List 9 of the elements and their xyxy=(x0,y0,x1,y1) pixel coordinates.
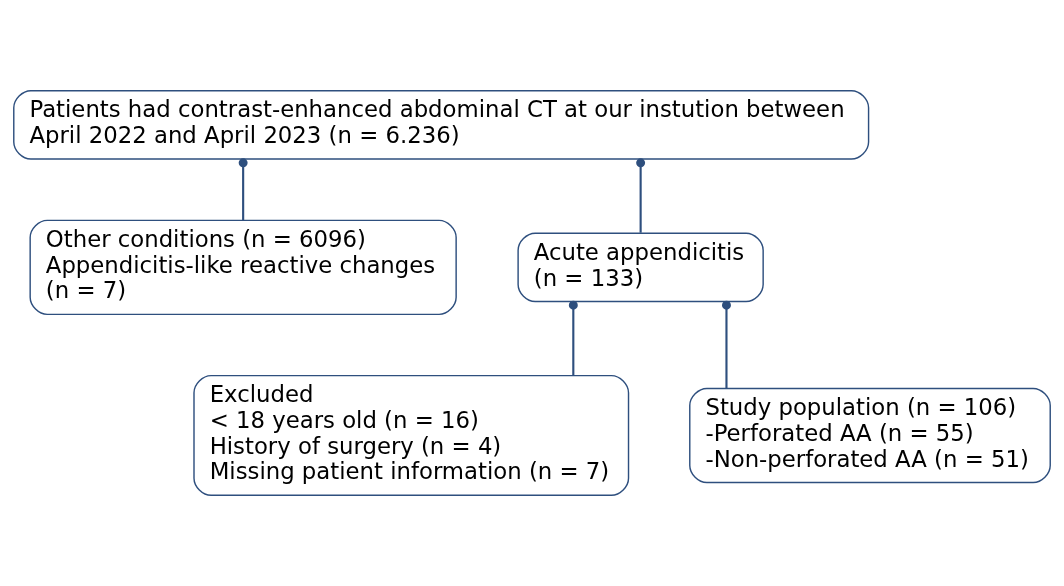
node-box: Patients had contrast-enhanced abdominal CT at our instution between April 2022 and April 2023 (n = 6.236) xyxy=(13,90,870,160)
node-box: Study population (n = 106) -Perforated AA (n = 55) -Non-perforated AA (n = 51) xyxy=(689,387,1051,484)
connector xyxy=(636,158,646,233)
node-box: Acute appendicitis (n = 133) xyxy=(517,232,764,303)
connector xyxy=(721,300,731,389)
node-box: Excluded < 18 years old (n = 16) History of surgery (n = 4) Missing patient information (n = 7) xyxy=(193,374,630,496)
connector xyxy=(568,300,578,376)
connector xyxy=(238,158,248,221)
node-box: Other conditions (n = 6096) Appendicitis-like reactive changes (n = 7) xyxy=(29,219,457,316)
